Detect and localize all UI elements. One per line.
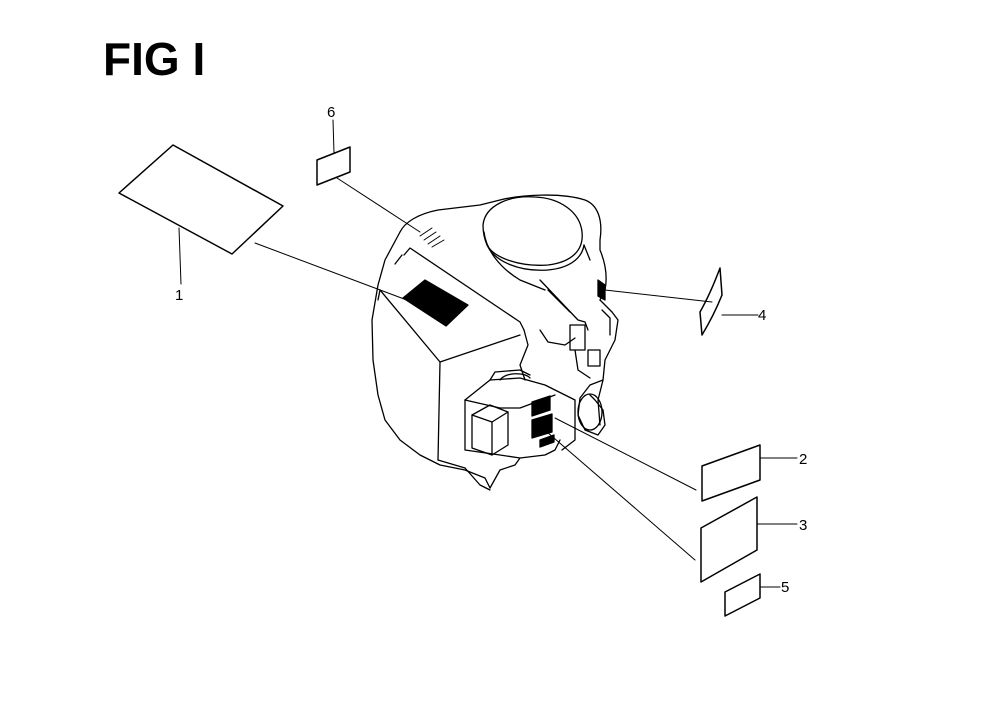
callout-5: 5 [781,579,789,596]
callout-6: 6 [327,104,335,121]
leader-lines [178,119,798,588]
decal-2-card [701,444,761,502]
air-cleaner-dome [482,196,583,266]
decal-3-on-engine [531,413,553,439]
callout-4: 4 [758,307,766,324]
figure-title: FIG I [103,33,206,85]
callout-labels: 1 2 3 4 5 6 [175,104,807,596]
decal-4-on-engine [597,279,606,301]
decal-4-card [699,267,723,336]
decal-parts [118,144,761,617]
decal-5-on-engine [539,434,555,448]
callout-1: 1 [175,287,183,304]
decal-3-card [700,496,758,583]
decal-2-on-engine [531,395,551,417]
decal-5-card [724,573,761,617]
callout-2: 2 [799,451,807,468]
engine-illustration [371,194,619,491]
decal-1-card [118,144,284,255]
decal-6-card [316,146,351,186]
callout-3: 3 [799,517,807,534]
decal-1-on-engine [402,279,469,327]
